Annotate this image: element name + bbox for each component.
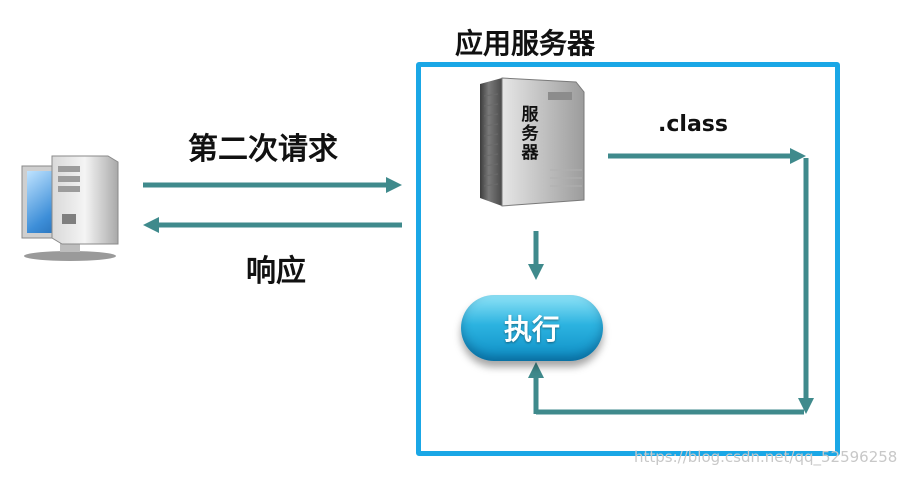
response-label: 响应 [246, 254, 306, 289]
application-server-title: 应用服务器 [455, 27, 596, 60]
server-label-char-1: 服 [521, 105, 539, 125]
request-arrow [143, 177, 402, 193]
second-request-label: 第二次请求 [188, 132, 338, 167]
response-arrow [143, 217, 402, 233]
execute-node: 执行 [461, 295, 603, 361]
server-label-char-2: 务 [521, 124, 539, 144]
watermark: https://blog.csdn.net/qq_52596258 [634, 448, 897, 466]
server-tower-icon [480, 77, 585, 207]
server-to-execute-arrow [528, 231, 544, 280]
class-file-label: .class [658, 112, 728, 137]
desktop-computer-icon [21, 155, 119, 261]
server-label-char-3: 器 [521, 143, 539, 163]
class-loop-arrow [528, 148, 814, 415]
execute-label: 执行 [503, 313, 560, 346]
server-tower-label: 服 务 器 [515, 106, 545, 163]
